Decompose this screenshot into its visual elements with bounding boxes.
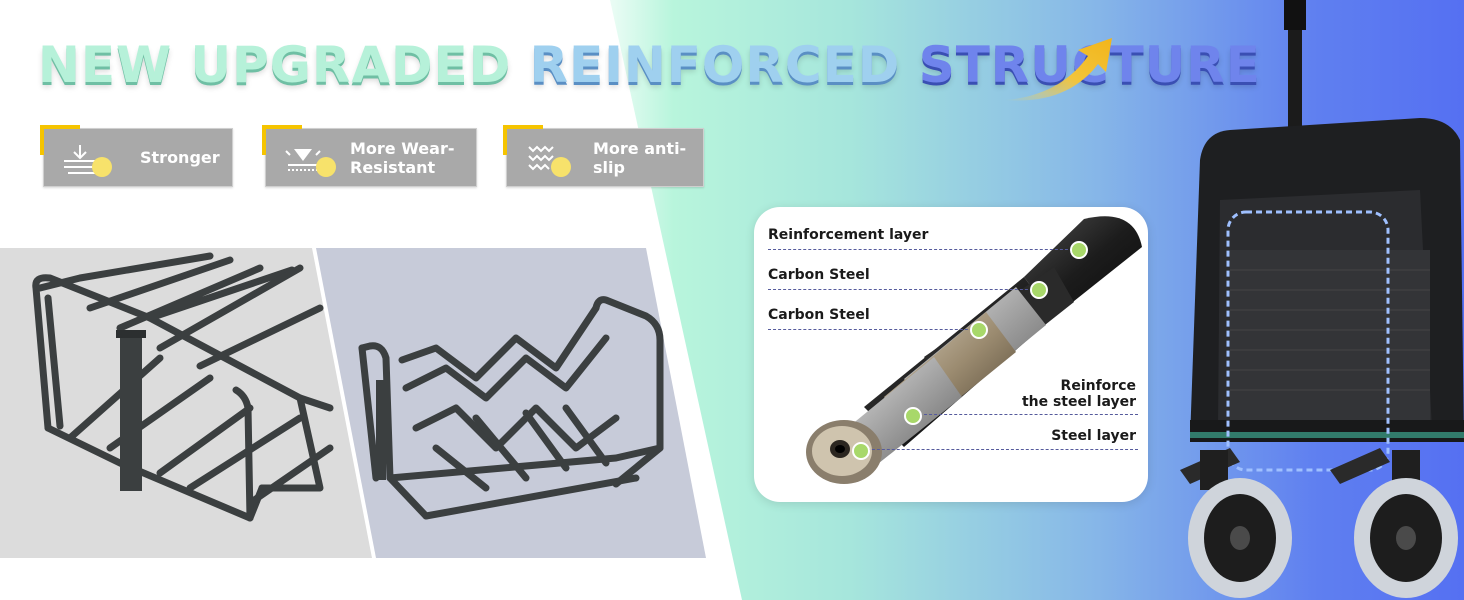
feature-label: Stronger — [140, 148, 220, 167]
headline: NEW UPGRADED REINFORCED STRUCTURE — [38, 40, 1261, 90]
frame-photo-right — [316, 248, 706, 558]
layer-leader-line — [768, 289, 1038, 290]
tube-cutaway-illustration — [806, 216, 1142, 484]
layer-marker-dot — [1030, 281, 1048, 299]
layer-label-carbon-steel-1: Carbon Steel — [768, 267, 870, 283]
badge-corner-accent — [262, 125, 302, 155]
layer-leader-line — [914, 414, 1138, 415]
layer-leader-line — [768, 329, 978, 330]
layer-leader-line — [768, 249, 1078, 250]
layer-leader-line — [862, 449, 1138, 450]
badge-corner-accent — [40, 125, 80, 155]
feature-badge-wear-resistant: More Wear- Resistant — [262, 125, 477, 187]
feature-badge-anti-slip: More anti- slip — [503, 125, 704, 187]
frame-photo-left — [0, 248, 372, 558]
layer-marker-dot — [1070, 241, 1088, 259]
headline-part-2: REINFORCED — [529, 36, 901, 94]
layer-label-steel: Steel layer — [1051, 428, 1136, 444]
wagon-cart-photo — [1180, 0, 1464, 598]
upward-arrow-icon — [1004, 38, 1112, 101]
feature-badge-stronger: Stronger — [40, 125, 233, 187]
layer-marker-dot — [904, 407, 922, 425]
headline-part-1: NEW UPGRADED — [38, 36, 512, 94]
badge-corner-accent — [503, 125, 543, 155]
layer-label-carbon-steel-2: Carbon Steel — [768, 307, 870, 323]
layer-marker-dot — [970, 321, 988, 339]
layer-label-reinforce-steel: Reinforce the steel layer — [1021, 378, 1136, 410]
layer-label-reinforcement: Reinforcement layer — [768, 227, 929, 243]
tube-cross-section-card: Reinforcement layer Carbon Steel Carbon … — [754, 207, 1148, 502]
feature-label: More anti- slip — [593, 139, 687, 177]
anti-slip-icon — [528, 145, 571, 177]
feature-label: More Wear- Resistant — [350, 139, 455, 177]
pressure-icon — [64, 145, 112, 177]
layer-marker-dot — [852, 442, 870, 460]
wear-resistant-icon — [285, 149, 336, 177]
